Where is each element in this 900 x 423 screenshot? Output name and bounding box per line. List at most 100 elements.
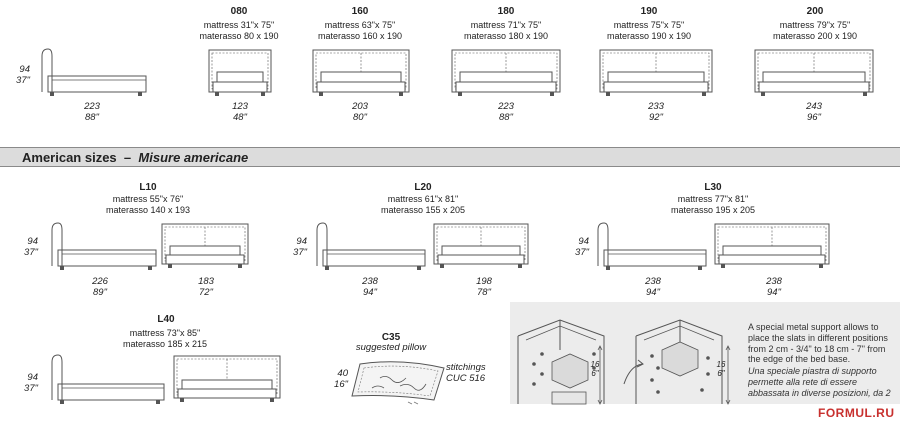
model-code: L30 [704,182,722,193]
height-cm: 94 [578,236,589,247]
pillow-size-in: 16" [334,379,348,390]
mattress-cm: materasso 195 x 205 [670,205,756,215]
height-in: 37" [24,247,38,258]
bed-front-drawing [312,49,410,96]
height-label: 94 37" [283,236,307,258]
width-label: 223 88" [484,101,528,123]
section-header-title: American sizes – Misure americane [22,150,248,165]
length-cm: 238 [645,276,661,287]
width-cm: 223 [498,101,514,112]
height-label: 94 37" [14,236,38,258]
stitch-label: stitchings CUC 516 [446,362,506,384]
bed-front-drawing [599,49,713,96]
height-in: 37" [293,247,307,258]
width-cm: 183 [198,276,214,287]
mattress-cm: materasso 180 x 190 [463,31,549,41]
mattress-sizes: mattress 73"x 85" materasso 185 x 215 [115,328,215,350]
depth-in-right: 6" [717,369,725,378]
mattress-sizes: mattress 63"x 75" materasso 160 x 190 [310,20,410,42]
mattress-sizes: mattress 61"x 81" materasso 155 x 205 [373,194,473,216]
mattress-cm: materasso 160 x 190 [317,31,403,41]
width-cm: 243 [806,101,822,112]
detail-text-english: A special metal support allows to place … [748,322,888,365]
width-in: 72" [199,287,213,298]
header-dash: – [123,150,132,165]
model-code: 080 [230,6,248,17]
width-in: 78" [477,287,491,298]
model-code: L20 [414,182,432,193]
length-in: 88" [85,112,99,123]
width-cm: 203 [352,101,368,112]
length-in: 94" [363,287,377,298]
mattress-inches: mattress 71"x 75" [470,20,542,30]
bed-front-drawing [208,49,272,96]
length-cm: 238 [362,276,378,287]
depth-in-left: 6" [591,369,599,378]
depth-label-left: 16 6" [588,360,602,378]
depth-cm-left: 16 [590,360,600,369]
width-label: 233 92" [634,101,678,123]
width-label: 123 48" [218,101,262,123]
header-italian: Misure americane [138,150,249,165]
stitch-line-2: CUC 516 [446,373,486,384]
watermark: FORMUL.RU [818,406,895,420]
width-label: 198 78" [462,276,506,298]
mattress-cm: materasso 185 x 215 [122,339,208,349]
bed-side-drawing [597,222,707,270]
pillow-code: C35 [381,332,401,343]
width-cm: 233 [648,101,664,112]
bed-side-drawing [316,222,426,270]
detail-background [510,302,900,404]
mattress-cm: materasso 190 x 190 [606,31,692,41]
bed-front-drawing [161,223,249,268]
pillow-size-cm: 40 [337,368,348,379]
mattress-sizes: mattress 79"x 75" materasso 200 x 190 [765,20,865,42]
mattress-inches: mattress 73"x 85" [129,328,201,338]
model-code: 160 [351,6,369,17]
length-label: 223 88" [70,101,114,123]
bed-front-drawing [173,355,281,402]
model-code: L40 [157,314,175,325]
mattress-cm: materasso 155 x 205 [380,205,466,215]
mattress-sizes: mattress 55"x 76" materasso 140 x 193 [98,194,198,216]
detail-text-italian: Una speciale piastra di supporto permett… [748,366,891,398]
length-label: 226 89" [78,276,122,298]
height-cm: 94 [27,372,38,383]
pillow-size-label: 40 16" [316,368,348,390]
model-code: 200 [806,6,824,17]
length-cm: 226 [92,276,108,287]
width-in: 96" [807,112,821,123]
mattress-sizes: mattress 75"x 75" materasso 190 x 190 [599,20,699,42]
length-in: 89" [93,287,107,298]
height-in: 37" [24,383,38,394]
width-in: 80" [353,112,367,123]
width-in: 48" [233,112,247,123]
mattress-inches: mattress 55"x 76" [112,194,184,204]
width-in: 94" [767,287,781,298]
depth-cm-right: 16 [716,360,726,369]
stitch-line-1: stitchings [446,362,486,373]
mattress-inches: mattress 79"x 75" [779,20,851,30]
mattress-sizes: mattress 71"x 75" materasso 180 x 190 [456,20,556,42]
model-code: 190 [640,6,658,17]
bed-side-drawing [41,48,147,96]
bed-front-drawing [433,223,529,268]
mattress-cm: materasso 140 x 193 [105,205,191,215]
height-in: 37" [16,75,30,86]
header-english: American sizes [22,150,117,165]
height-cm: 94 [296,236,307,247]
section-header-band [0,147,900,167]
width-cm: 198 [476,276,492,287]
length-cm: 223 [84,101,100,112]
pillow-caption: suggested pillow [355,342,427,353]
width-label: 183 72" [184,276,228,298]
mattress-inches: mattress 31"x 75" [203,20,275,30]
mattress-cm: materasso 200 x 190 [772,31,858,41]
mattress-sizes: mattress 31"x 75" materasso 80 x 190 [189,20,289,42]
metal-support-drawing [517,319,731,405]
bed-side-drawing [51,222,157,270]
depth-label-right: 16 6" [714,360,728,378]
model-code: L10 [139,182,157,193]
bed-front-drawing [714,223,830,268]
pillow-drawing [351,361,445,405]
